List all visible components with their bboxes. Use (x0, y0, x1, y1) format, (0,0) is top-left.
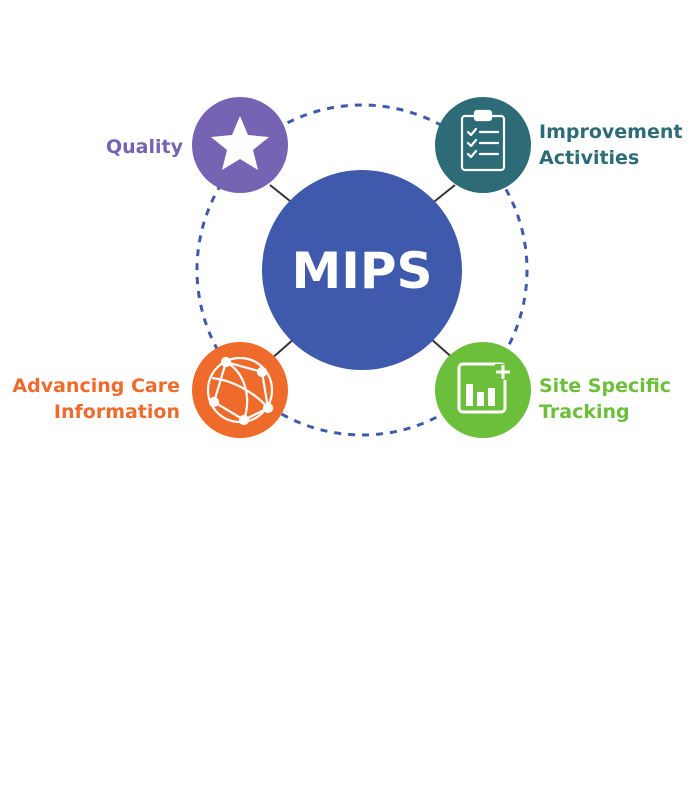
bar-chart-plus-icon (457, 362, 511, 414)
improvement-label-line-1: Improvement (539, 121, 682, 143)
node-quality (192, 97, 288, 193)
center-node: MIPS (262, 170, 462, 370)
improvement-label-line-2: Activities (539, 147, 639, 169)
node-improvement (435, 97, 531, 193)
clipboard-checklist-icon (460, 109, 506, 172)
improvement-label: Improvement Activities (539, 121, 682, 169)
advancing-circle (192, 342, 288, 438)
quality-label: Quality (106, 136, 184, 158)
node-site (435, 342, 531, 438)
node-advancing (192, 342, 288, 438)
improvement-circle (435, 97, 531, 193)
center-label: MIPS (291, 242, 432, 300)
site-circle (435, 342, 531, 438)
outer-dashed-ring (195, 103, 529, 437)
network-globe-icon (206, 356, 274, 426)
site-label-line-1: Site Specific (539, 375, 671, 397)
advancing-label-line-2: Information (54, 401, 180, 423)
quality-label-line-1: Quality (106, 136, 184, 158)
site-label: Site Specific Tracking (539, 375, 671, 423)
center-circle (262, 170, 462, 370)
advancing-label: Advancing Care Information (12, 375, 180, 423)
star-icon (211, 116, 269, 170)
advancing-label-line-1: Advancing Care (12, 375, 180, 397)
site-label-line-2: Tracking (539, 401, 630, 423)
